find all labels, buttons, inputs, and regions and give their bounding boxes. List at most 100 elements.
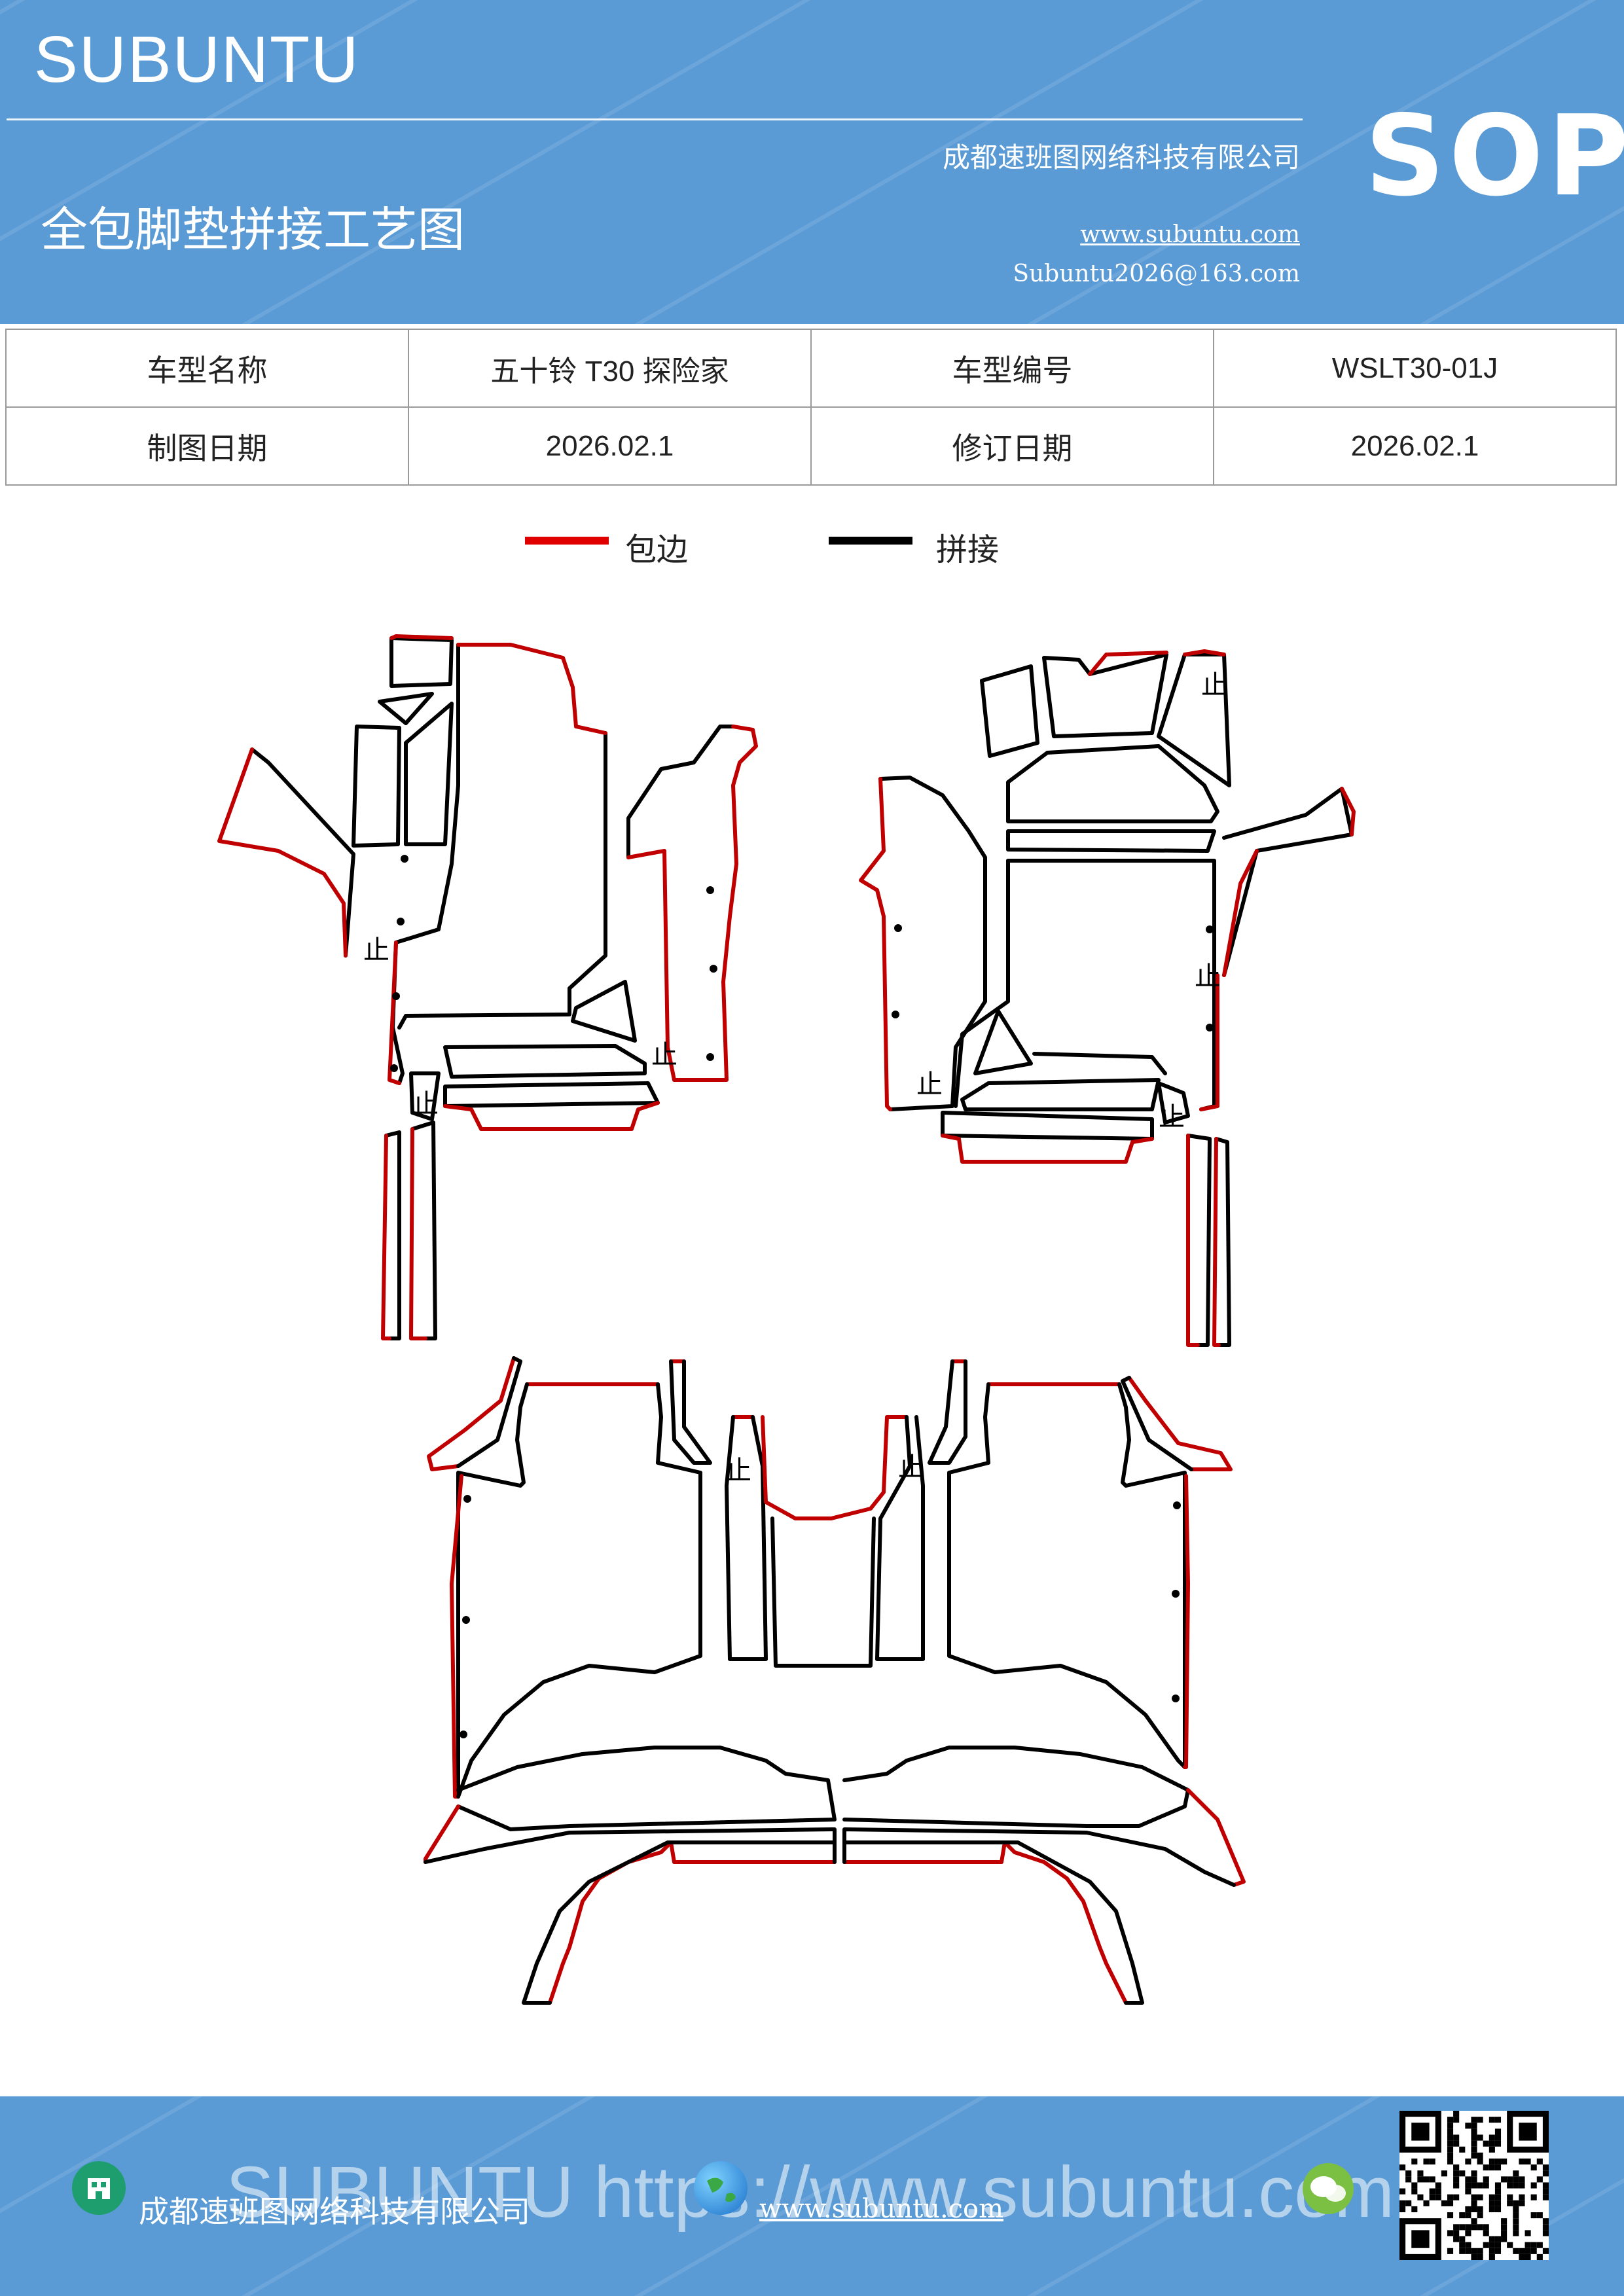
fl-main-mat-left-edge: [388, 941, 401, 1085]
rivet-dot: [1206, 925, 1214, 933]
rear-mat-group: [424, 1356, 1246, 2005]
rear-right-wing-seam: [842, 1827, 1236, 1887]
stop-mark: 止: [1201, 670, 1227, 700]
fr-sill-strip-seam: [941, 1111, 1154, 1141]
rear-rest-left-seam: [456, 1746, 837, 1831]
rear-left-wing-edge: [424, 1804, 460, 1864]
wechat-icon: [1303, 2163, 1354, 2214]
website-link[interactable]: www.subuntu.com: [1080, 221, 1300, 248]
rl-inner-seam: [456, 1382, 702, 1799]
stop-mark: 止: [363, 935, 389, 965]
rear-right-arch-edge: [842, 1840, 1128, 2005]
draw-date-value: 2026.02.1: [408, 406, 812, 486]
fr-side-panel-seam: [878, 776, 987, 1111]
footer-banner: [0, 2096, 1624, 2296]
fr-main-mat-seam: [1006, 859, 1216, 1111]
fl-sill-strip-seam: [443, 1081, 660, 1108]
stop-mark: 止: [1159, 1102, 1185, 1132]
rivet-dots: [390, 855, 1214, 1738]
rivet-dot: [1172, 1695, 1180, 1702]
rr-right-edge: [1183, 1474, 1190, 1769]
stop-mark: 止: [916, 1069, 943, 1100]
rivet-dot: [710, 965, 717, 973]
rc-tunnel-right-seam: [875, 1415, 925, 1661]
rivet-dot: [1206, 1024, 1214, 1031]
fl-tunnel-left-seam: [352, 725, 401, 848]
revision-date-value: 2026.02.1: [1213, 406, 1617, 486]
fl-main-mat-inner-seam: [397, 731, 607, 1030]
draw-date-label: 制图日期: [5, 406, 409, 486]
legend-binding-label: 包边: [625, 531, 689, 568]
header-banner: SUBUNTU 全包脚垫拼接工艺图 成都速班图网络科技有限公司 www.subu…: [0, 0, 1624, 324]
rl-flap-edge: [427, 1356, 516, 1471]
rc-tunnel-left-seam: [725, 1415, 768, 1661]
company-name: 成都速班图网络科技有限公司: [942, 141, 1300, 173]
sop-badge: SOP: [1365, 92, 1624, 221]
rr-flap-seam: [1121, 1376, 1193, 1471]
fl-trim-strip-a-edge: [381, 1134, 391, 1340]
fr-top-mid-seam: [1042, 653, 1168, 738]
model-name-value: 五十铃 T30 探险家: [408, 329, 812, 408]
fr-pillar-seam: [1222, 787, 1354, 977]
fl-tunnel-mid-seam: [404, 702, 454, 846]
rc-tunnel-top-edge: [761, 1415, 909, 1520]
rivet-dot: [892, 1011, 899, 1018]
footer-company-name: 成都速班图网络科技有限公司: [139, 2194, 530, 2229]
rivet-dot: [401, 855, 408, 863]
rr-main-seam: [1117, 1382, 1187, 1769]
rivet-dot: [390, 1064, 398, 1072]
rc-tunnel-center-seam: [770, 1516, 876, 1668]
model-code-value: WSLT30-01J: [1213, 329, 1617, 408]
fl-main-mat-seam: [391, 643, 460, 1085]
fl-top-piece-edge: [389, 634, 454, 640]
rr-inner-seam: [947, 1382, 1187, 1769]
fr-floor-sill-seam: [1032, 1052, 1167, 1075]
fr-top-right-seam: [1157, 653, 1231, 787]
legend-seam-label: 拼接: [936, 531, 1000, 568]
legend-binding-swatch: [525, 537, 609, 545]
rivet-dot: [1172, 1590, 1180, 1598]
fl-trim-strip-b-edge: [409, 1127, 427, 1340]
fr-heel-pad-seam: [973, 1009, 1033, 1075]
fl-main-mat-top-edge: [456, 643, 607, 735]
stop-mark: 止: [1195, 961, 1221, 992]
stop-mark: 止: [412, 1089, 439, 1119]
header-watermark-stripes: [0, 0, 1624, 324]
stop-mark: 止: [898, 1452, 924, 1482]
fr-top-left-seam: [980, 664, 1039, 758]
fl-sill-strip-edge: [443, 1101, 660, 1131]
fl-heel-pad-seam: [571, 980, 637, 1043]
rivet-dot: [706, 886, 714, 894]
rivet-dot: [463, 1495, 471, 1503]
fl-trim-strip-b-seam: [410, 1121, 437, 1340]
contact-email[interactable]: Subuntu2026@163.com: [1013, 260, 1300, 287]
rivet-dot: [894, 924, 902, 932]
rivet-dot: [392, 992, 400, 1000]
revision-date-label: 修订日期: [810, 406, 1214, 486]
rivet-dot: [462, 1616, 470, 1624]
front-left-mat-group: [217, 634, 758, 1340]
rr-flap-edge: [1127, 1376, 1233, 1471]
footer-website-link[interactable]: www.subuntu.com: [759, 2194, 1004, 2224]
fr-dash-strip-seam: [1006, 829, 1216, 853]
fr-trim-strip-a-edge: [1186, 1134, 1200, 1347]
stop-mark: 止: [725, 1456, 751, 1486]
globe-icon: [694, 2161, 748, 2215]
fr-top-mid-edge: [1088, 651, 1168, 676]
rivet-dot: [1173, 1501, 1181, 1509]
fl-footrest-seam: [443, 1044, 647, 1079]
rl-flap-seam: [456, 1356, 522, 1468]
rear-right-arch-seam: [842, 1831, 1144, 2005]
rivet-dot: [706, 1053, 714, 1061]
fr-top-right-edge: [1183, 649, 1226, 656]
fr-trim-strip-b-seam: [1214, 1137, 1231, 1347]
fl-side-panel-edge: [217, 747, 348, 958]
fl-corner-piece-seam: [409, 1071, 441, 1121]
fr-footrest-seam: [960, 1078, 1161, 1111]
rl-main-seam: [456, 1382, 529, 1799]
fl-pillar-edge: [626, 725, 758, 1082]
fr-side-panel-edge: [859, 777, 892, 1111]
model-name-label: 车型名称: [5, 329, 409, 408]
fl-pillar-seam: [626, 725, 735, 859]
fl-top-piece-seam: [389, 636, 454, 688]
